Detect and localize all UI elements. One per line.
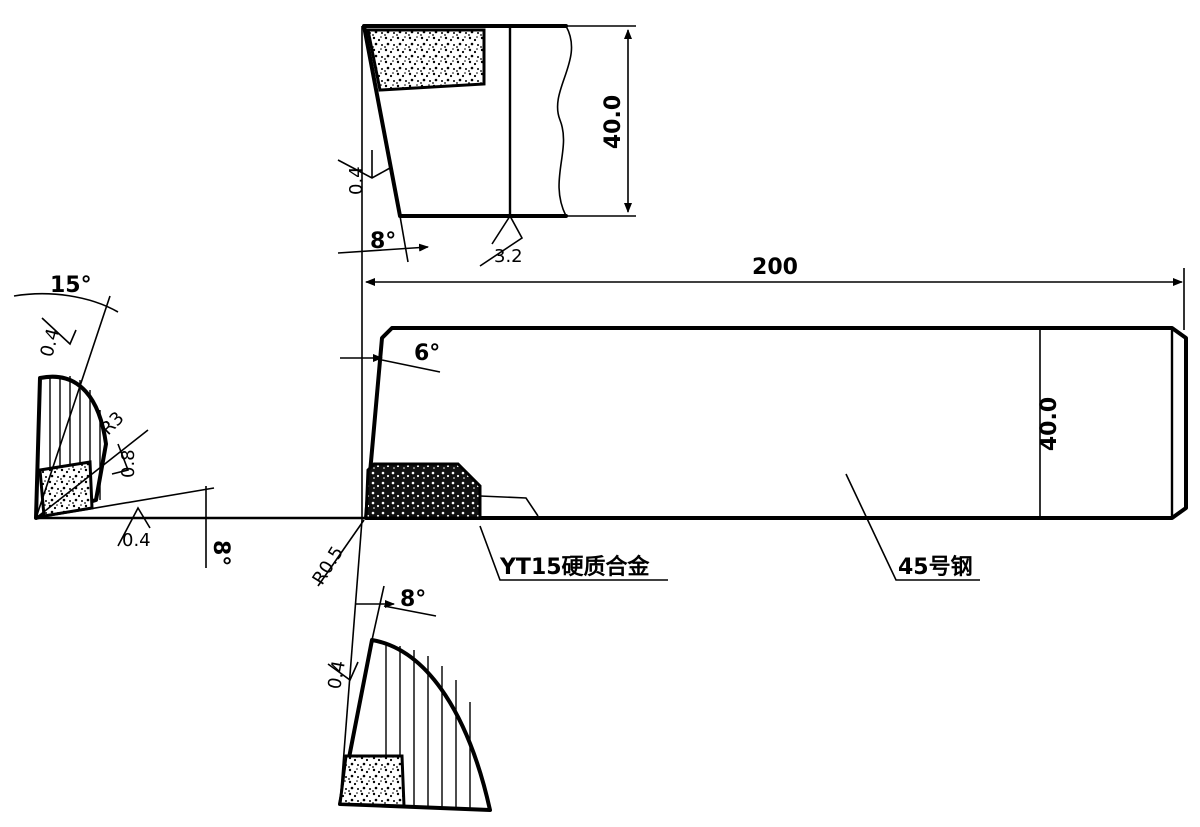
top-clearance-angle: 8° bbox=[370, 229, 396, 254]
top-view-insert bbox=[366, 28, 486, 92]
shank-outline bbox=[364, 326, 1188, 520]
bottom-view: 8° 0.4 bbox=[324, 519, 492, 812]
side-height-dim: 40.0 bbox=[1037, 397, 1062, 451]
nose-radius: R0.5 bbox=[308, 543, 348, 589]
side-rake-angle: 6° bbox=[414, 341, 440, 366]
top-roughness-bottom: 3.2 bbox=[494, 246, 523, 267]
left-view-radius: R3 bbox=[97, 408, 129, 440]
top-roughness-left: 0.4 bbox=[346, 166, 367, 195]
left-roughness-lower: 0.8 bbox=[118, 449, 139, 478]
bottom-view-outline bbox=[338, 638, 492, 812]
front-insert bbox=[364, 462, 482, 520]
left-view-bottom-angle: 8° bbox=[208, 540, 233, 566]
top-view-break-line bbox=[556, 25, 573, 217]
left-roughness-diag: 0.4 bbox=[37, 326, 65, 359]
bottom-view-angle: 8° bbox=[400, 587, 426, 612]
length-dim: 200 bbox=[752, 255, 798, 280]
bottom-roughness-symbol bbox=[479, 214, 524, 267]
shank-material: 45号钢 bbox=[898, 554, 973, 580]
left-view-outline bbox=[34, 374, 108, 520]
bottom-view-insert bbox=[338, 754, 406, 808]
top-roughness-symbol bbox=[337, 150, 391, 179]
bottom-roughness: 0.4 bbox=[324, 659, 350, 691]
left-roughness-bottom: 0.4 bbox=[122, 530, 151, 551]
insert-material: YT15硬质合金 bbox=[499, 554, 651, 580]
front-view: 200 40.0 6° R0.5 YT15硬质合金 45号钢 bbox=[36, 255, 1188, 589]
bottom-view-hatch bbox=[385, 644, 471, 809]
left-view: 15° 0.4 R3 0.8 8° 0.4 bbox=[13, 273, 233, 568]
top-view: 40.0 0.4 8° 3.2 bbox=[337, 24, 636, 520]
left-view-angle: 15° bbox=[50, 273, 92, 298]
top-height-dim: 40.0 bbox=[601, 95, 626, 149]
